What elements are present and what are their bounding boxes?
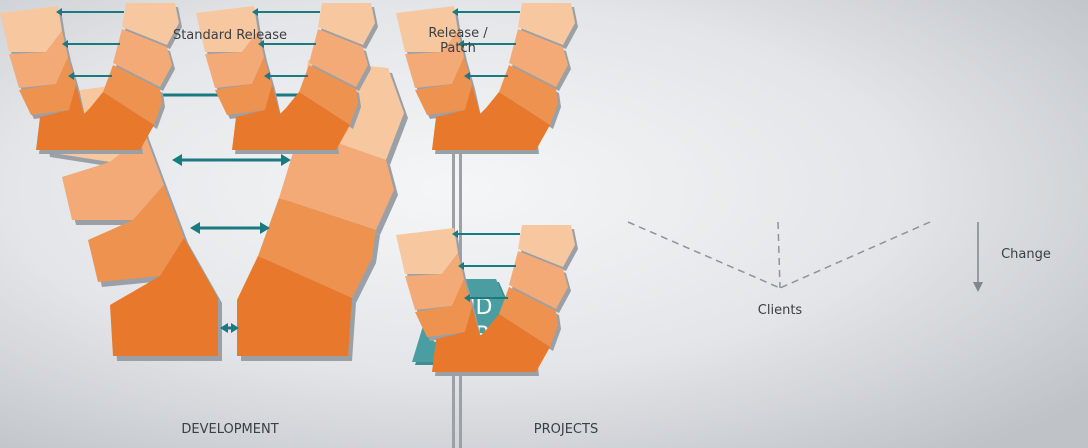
development-v-model — [36, 60, 408, 361]
release-patch-label-line2: Patch — [440, 41, 476, 56]
change-label: Change — [1001, 247, 1051, 262]
v-tier-2-right — [279, 130, 394, 230]
client-connectors — [627, 221, 931, 289]
development-label: DEVELOPMENT — [181, 422, 278, 437]
projects-label: PROJECTS — [534, 422, 598, 437]
release-patch-label-line1: Release / — [428, 26, 488, 41]
project-v-model — [0, 3, 182, 154]
v-tier-3-right — [258, 198, 376, 298]
v-tier-3-left — [88, 185, 184, 282]
standard-release-label: Standard Release — [173, 28, 287, 43]
v-tier-4-left — [110, 238, 218, 356]
v-tier-4-right — [237, 256, 352, 356]
v-tier-2-left — [62, 134, 164, 220]
change-arrow — [973, 222, 983, 292]
clients-label: Clients — [758, 303, 803, 318]
